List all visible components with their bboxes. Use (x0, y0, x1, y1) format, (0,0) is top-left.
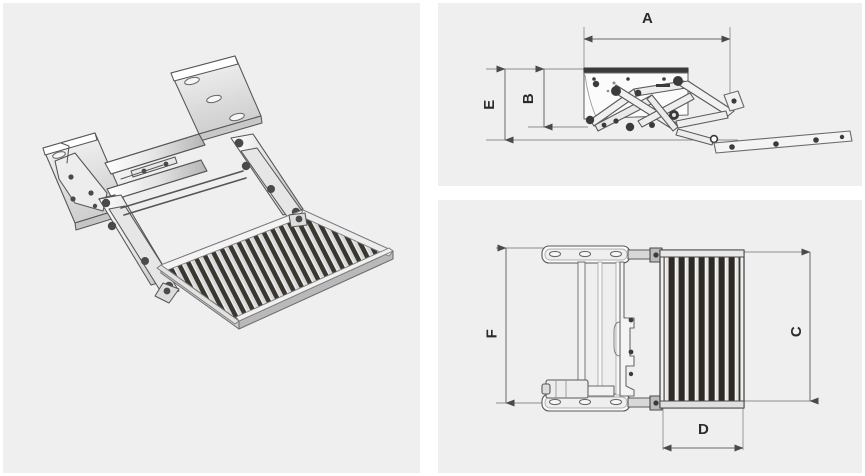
side-elevation-panel: A E B (438, 3, 862, 186)
dimension-label-c: C (788, 325, 806, 338)
plan-view-drawing (496, 244, 819, 452)
support-struts (98, 170, 247, 216)
actuator-block (541, 379, 615, 399)
dimension-label-d: D (698, 421, 710, 438)
isometric-view-panel (3, 3, 420, 473)
scissor-linkage-side (585, 76, 735, 146)
dimension-label-e: E (480, 99, 498, 110)
dimension-label-b: B (520, 92, 538, 105)
step-platform (156, 209, 394, 330)
top-mounting-rail (541, 245, 663, 264)
step-support-arm (713, 130, 853, 154)
step-platform-plan (659, 249, 745, 409)
upper-mounting-bracket (170, 55, 263, 142)
dimension-label-a: A (642, 10, 654, 27)
plan-view-panel: F C D (438, 200, 862, 473)
dimension-label-f: F (483, 328, 501, 339)
isometric-view-drawing (42, 55, 394, 330)
inner-rails (577, 261, 621, 396)
side-elevation-drawing (486, 27, 853, 154)
central-linkage-body (613, 261, 635, 397)
platform-hinge-links (154, 212, 308, 304)
horizontal-tie-rails (104, 133, 208, 201)
upper-right-hinge (723, 90, 745, 112)
